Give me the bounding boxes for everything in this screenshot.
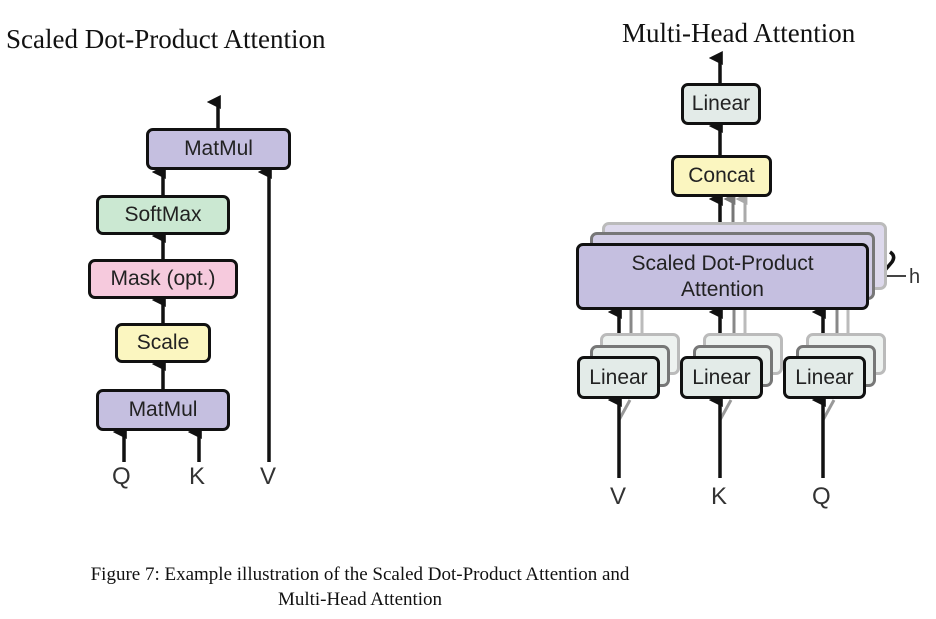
figure-caption: Figure 7: Example illustration of the Sc… — [0, 562, 720, 612]
scale-block: Scale — [115, 323, 211, 363]
linear-output-block: Linear — [681, 83, 761, 125]
linear-q-block: Linear — [783, 356, 866, 399]
input-q-label: Q — [112, 463, 131, 490]
input-k-label: K — [189, 463, 206, 490]
matmul-bottom-block: MatMul — [96, 389, 230, 431]
mask-block: Mask (opt.) — [88, 259, 238, 299]
concat-block: Concat — [671, 155, 772, 197]
input-k-label-right: K — [711, 483, 728, 510]
input-q-label-right: Q — [812, 483, 831, 510]
softmax-block: SoftMax — [96, 195, 230, 235]
linear-k-block: Linear — [680, 356, 763, 399]
head-count-label: h — [909, 266, 921, 288]
caption-line-1: Figure 7: Example illustration of the Sc… — [90, 564, 630, 585]
caption-line-2: Multi-Head Attention — [277, 589, 443, 610]
input-v-label-right: V — [610, 483, 627, 510]
linear-v-block: Linear — [577, 356, 660, 399]
attention-block-label: Scaled Dot-Product Attention — [631, 252, 814, 301]
matmul-top-block: MatMul — [146, 128, 291, 170]
right-diagram-title: Multi-Head Attention — [622, 18, 856, 48]
scaled-dot-product-attention-block: Scaled Dot-Product Attention — [576, 243, 869, 310]
input-v-label: V — [260, 463, 277, 490]
left-diagram-title: Scaled Dot-Product Attention — [6, 24, 326, 54]
